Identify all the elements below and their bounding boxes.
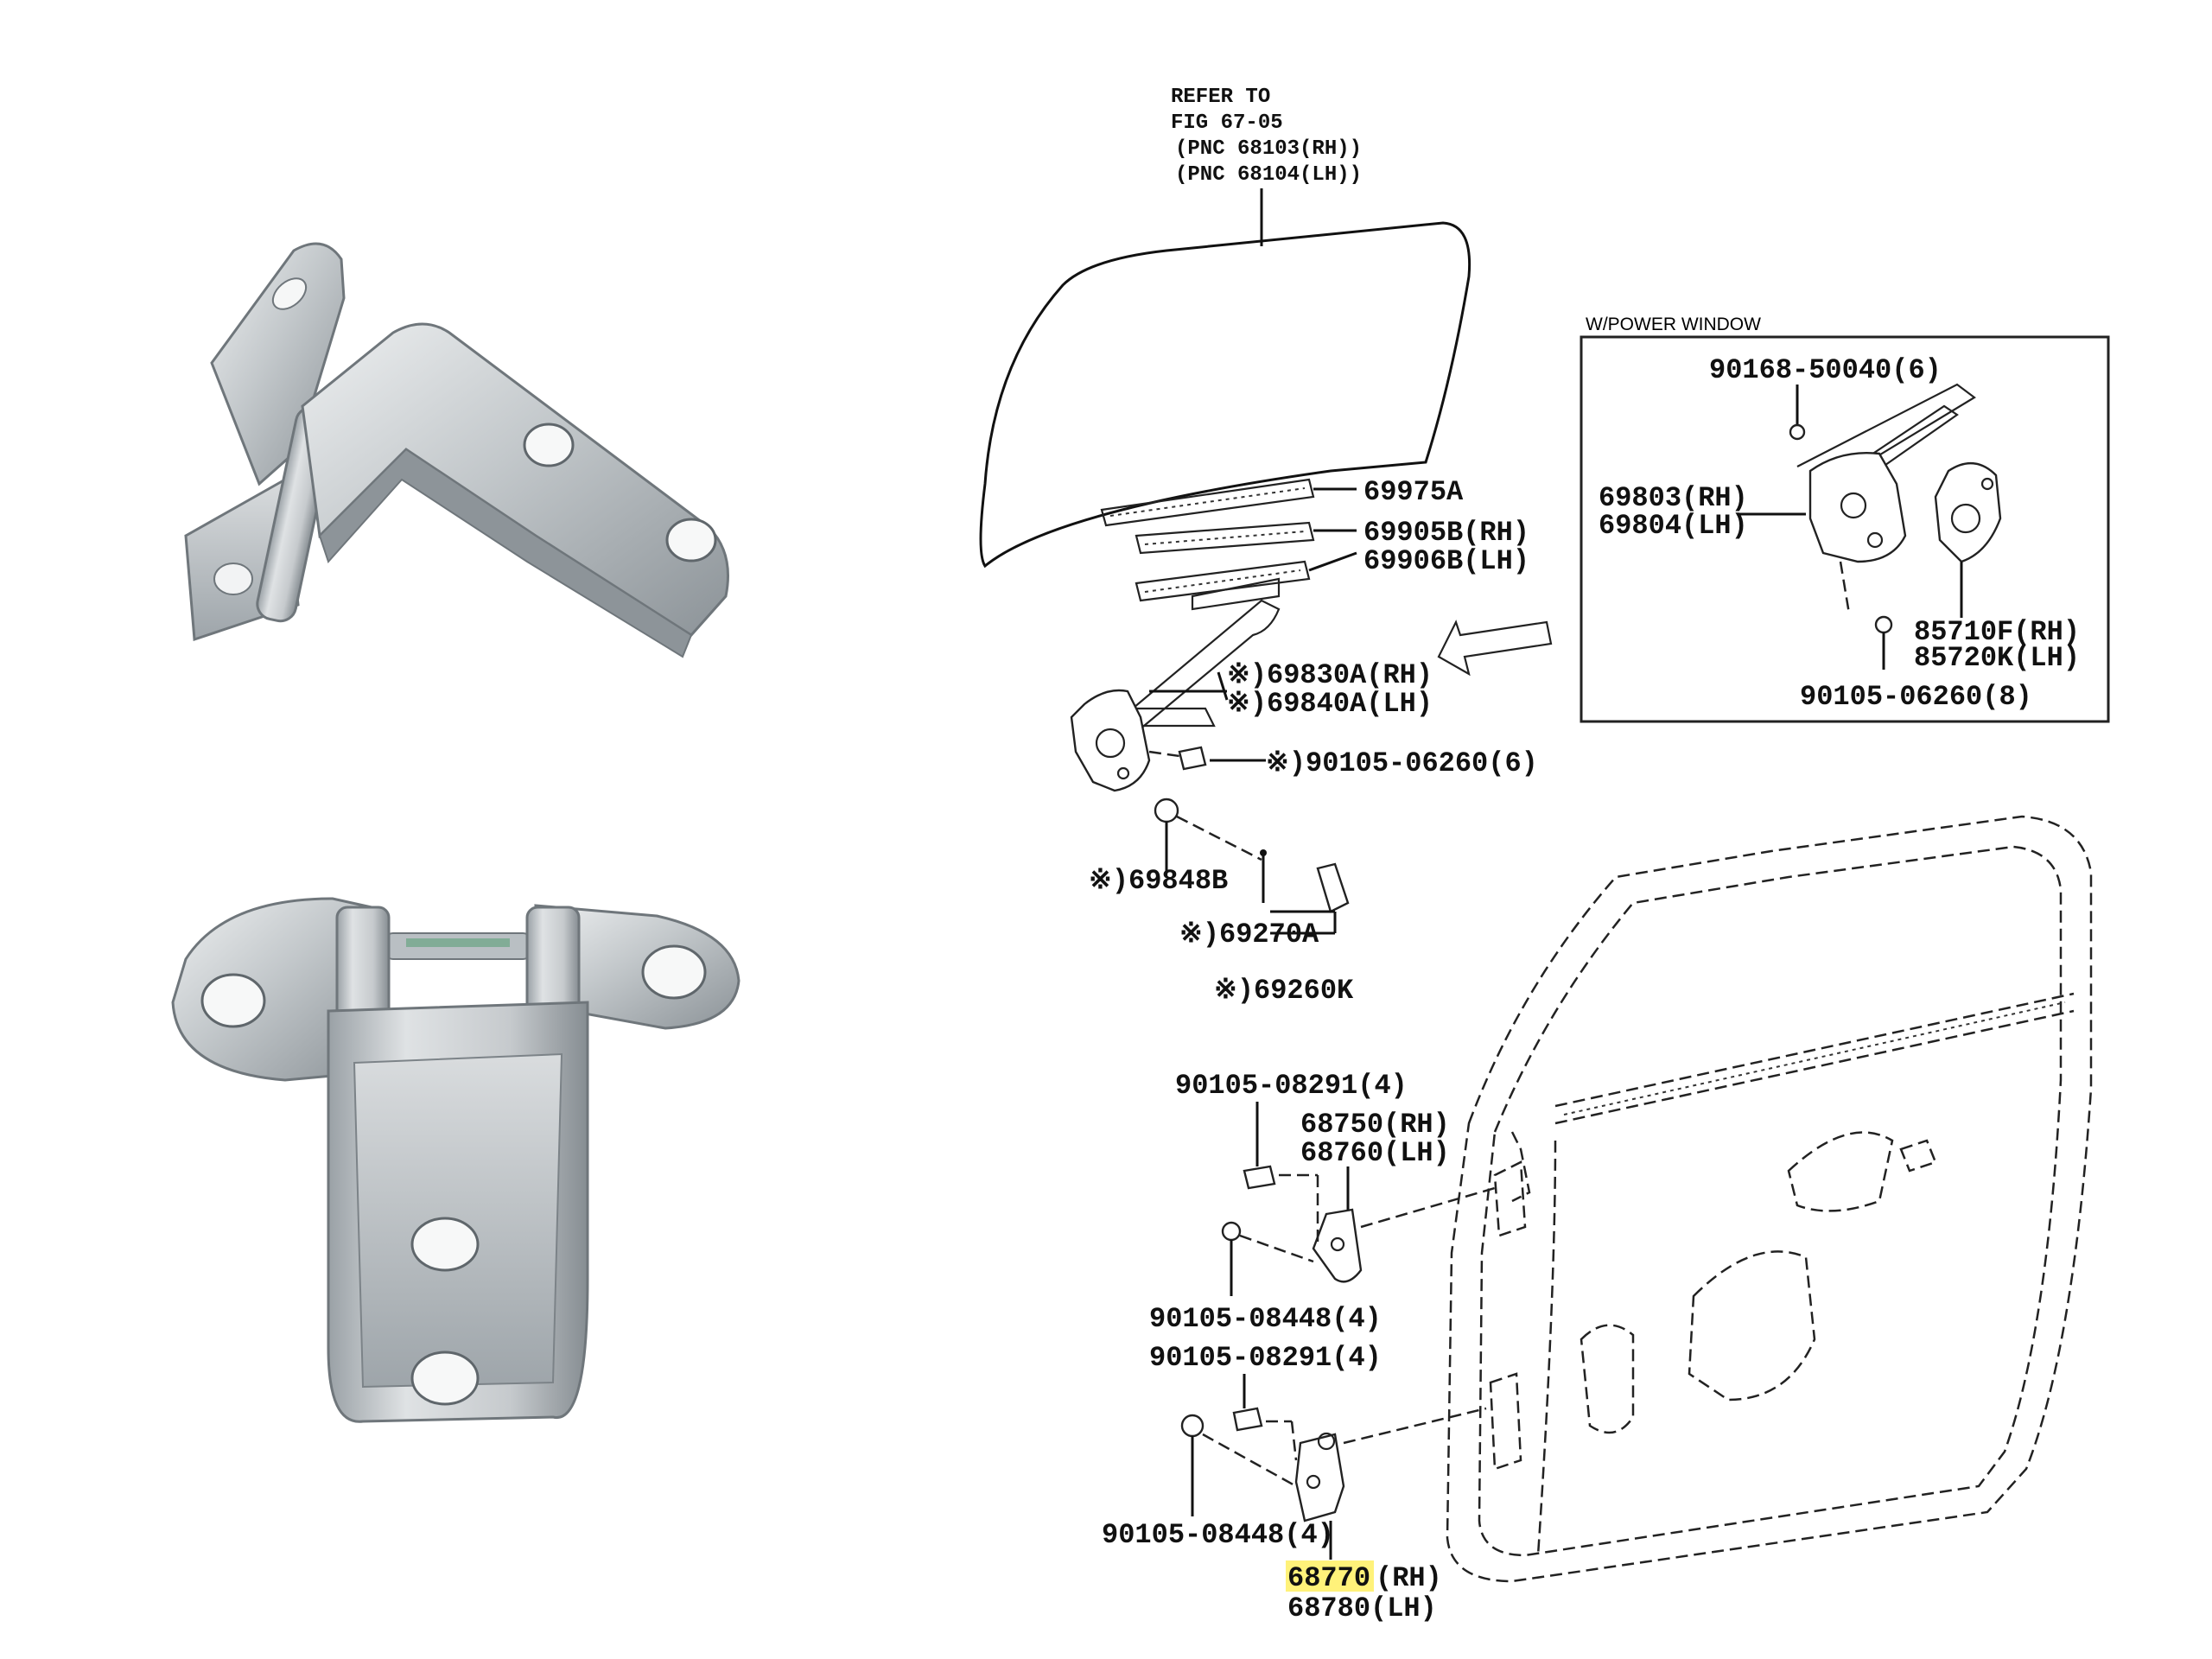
lower-hinge-assembly: 90105-08291(4) 90105-08448(4) 68770 (RH)… — [1102, 1342, 1487, 1624]
ref-line-2: FIG 67-05 — [1171, 111, 1283, 135]
label-90168-50040: 90168-50040(6) — [1709, 354, 1942, 386]
ref-line-1: REFER TO — [1171, 86, 1270, 109]
door-glass — [979, 221, 1471, 569]
label-90105-08291-b: 90105-08291(4) — [1149, 1342, 1382, 1374]
label-69848B: ※)69848B — [1089, 865, 1228, 897]
power-window-arrow — [1437, 620, 1553, 677]
label-90105-08291-a: 90105-08291(4) — [1175, 1070, 1408, 1102]
label-90105-08448-a: 90105-08448(4) — [1149, 1303, 1382, 1335]
hinge-photo-lower — [171, 897, 741, 1423]
ref-line-4: (PNC 68104(LH)) — [1175, 163, 1362, 187]
label-69975A: 69975A — [1363, 476, 1464, 508]
ref-line-3: (PNC 68103(RH)) — [1175, 137, 1362, 161]
label-68750: 68750(RH) — [1300, 1109, 1450, 1141]
glass-reference: REFER TO FIG 67-05 (PNC 68103(RH)) (PNC … — [1171, 86, 1362, 246]
label-68760: 68760(LH) — [1300, 1137, 1450, 1169]
label-68780: 68780(LH) — [1287, 1592, 1437, 1624]
upper-hinge-assembly: 90105-08291(4) 68750(RH) 68760(LH) 90105… — [1149, 1070, 1496, 1335]
label-85720K: 85720K(LH) — [1914, 642, 2080, 674]
label-90105-06260-6: ※)90105-06260(6) — [1266, 747, 1538, 779]
label-85710F: 85710F(RH) — [1914, 616, 2080, 648]
highlight-68770 — [1286, 1560, 1374, 1592]
label-68770-side: (RH) — [1376, 1562, 1442, 1594]
bolt-90105-06260-6 — [1148, 746, 1266, 771]
rear-door-outline — [1446, 815, 2093, 1583]
label-69804: 69804(LH) — [1599, 510, 1748, 542]
label-68770-number: 68770 — [1287, 1562, 1370, 1594]
label-69260K: ※)69260K — [1214, 975, 1354, 1007]
label-69905B: 69905B(RH) — [1363, 517, 1529, 549]
run-channels — [1100, 478, 1357, 611]
power-window-box: W/POWER WINDOW 90168-50040(6) — [1580, 315, 2110, 723]
hinge-photo-upper — [184, 242, 729, 658]
label-90105-08448-b: 90105-08448(4) — [1102, 1519, 1334, 1551]
handle-parts — [1154, 798, 1350, 935]
label-69270A: ※)69270A — [1179, 918, 1319, 950]
label-69830A: ※)69830A(RH) — [1227, 659, 1433, 691]
label-69803: 69803(RH) — [1599, 482, 1748, 514]
label-69840A: ※)69840A(LH) — [1227, 688, 1433, 720]
manual-regulator — [1070, 599, 1281, 792]
label-90105-06260-8: 90105-06260(8) — [1800, 681, 2032, 713]
power-window-title: W/POWER WINDOW — [1586, 315, 1761, 334]
label-69906B: 69906B(LH) — [1363, 545, 1529, 577]
